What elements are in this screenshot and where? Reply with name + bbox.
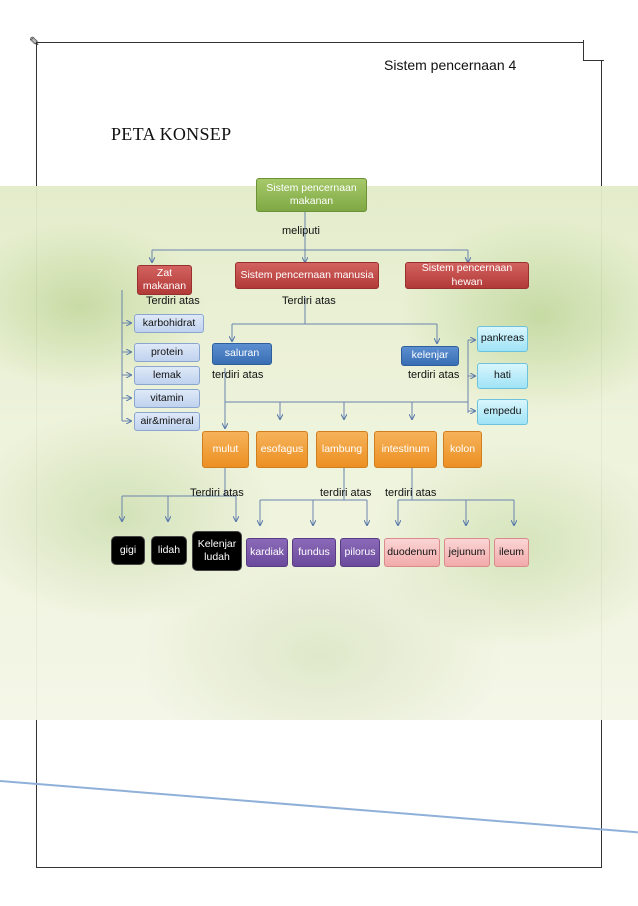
page-corner-fold [583, 40, 604, 61]
label-terdiri-lambung: terdiri atas [320, 487, 372, 499]
label-terdiri-mulut: Terdiri atas [190, 487, 244, 499]
node-sistem-manusia: Sistem pencernaan manusia [235, 262, 379, 289]
node-mulut: mulut [202, 431, 249, 468]
node-air-mineral: air&mineral [134, 412, 200, 431]
node-kelenjar: kelenjar [401, 346, 459, 366]
node-saluran: saluran [212, 343, 272, 365]
page-header: Sistem pencernaan 4 [384, 57, 517, 73]
node-kolon: kolon [443, 431, 482, 468]
node-pilorus: pilorus [340, 538, 380, 567]
node-protein: protein [134, 343, 200, 362]
node-pankreas: pankreas [477, 326, 528, 352]
label-meliputi: meliputi [282, 225, 320, 237]
label-terdiri-saluran: terdiri atas [212, 369, 264, 381]
label-terdiri-intestinum: terdiri atas [385, 487, 437, 499]
node-intestinum: intestinum [374, 431, 437, 468]
node-zat-makanan: Zat makanan [137, 265, 192, 295]
node-root: Sistem pencernaan makanan [256, 178, 367, 212]
node-kelenjar-ludah: Kelenjar ludah [192, 531, 242, 571]
node-sistem-hewan: Sistem pencernaan hewan [405, 262, 529, 289]
node-ileum: ileum [494, 538, 529, 567]
node-lemak: lemak [134, 366, 200, 385]
label-terdiri-manusia: Terdiri atas [282, 295, 336, 307]
node-karbohidrat: karbohidrat [134, 314, 204, 333]
node-lidah: lidah [151, 536, 187, 565]
node-vitamin: vitamin [134, 389, 200, 408]
label-terdiri-kelenjar: terdiri atas [408, 369, 460, 381]
page-title: PETA KONSEP [111, 124, 232, 144]
node-empedu: empedu [477, 399, 528, 425]
pin-icon: ✎ [29, 34, 40, 49]
node-lambung: lambung [316, 431, 368, 468]
node-gigi: gigi [111, 536, 145, 565]
node-hati: hati [477, 363, 528, 389]
label-terdiri-zat: Terdiri atas [146, 295, 200, 307]
node-kardiak: kardiak [246, 538, 288, 567]
node-duodenum: duodenum [384, 538, 440, 567]
node-fundus: fundus [292, 538, 336, 567]
node-esofagus: esofagus [256, 431, 308, 468]
node-jejunum: jejunum [444, 538, 490, 567]
